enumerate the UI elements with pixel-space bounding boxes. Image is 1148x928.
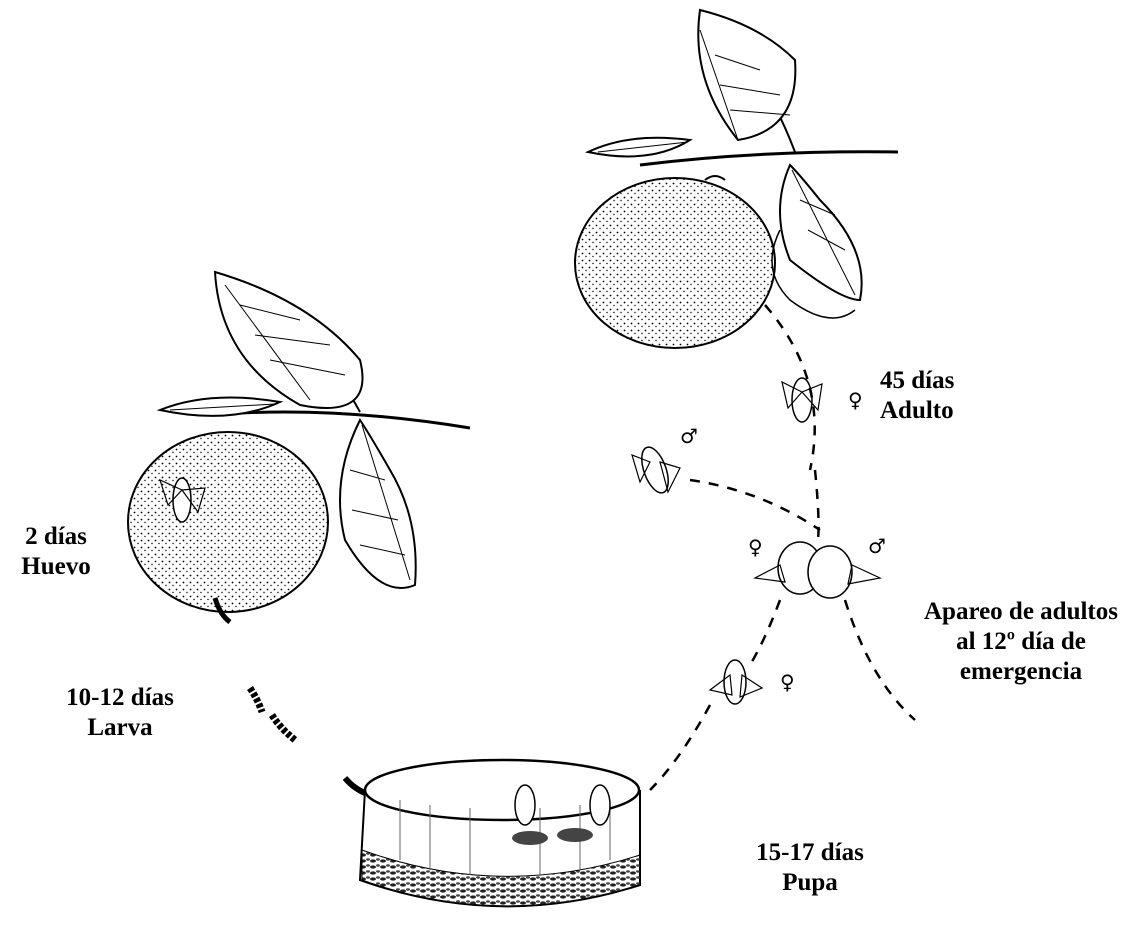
label-larva-stage: Larva <box>40 713 200 743</box>
label-adulto-stage: Adulto <box>880 396 1010 426</box>
label-adulto: 45 días Adulto <box>880 366 1010 426</box>
label-pupa-days: 15-17 días <box>710 838 910 868</box>
female-symbol-adult: ♀ <box>848 388 863 412</box>
label-larva-days: 10-12 días <box>40 683 200 713</box>
left-fruit <box>128 432 328 612</box>
male-symbol-mating: ♂ <box>868 534 886 558</box>
label-apareo-line1: Apareo de adultos <box>898 597 1144 627</box>
label-huevo: 2 días Huevo <box>6 522 106 582</box>
top-fruit <box>575 178 775 348</box>
top-fruit-branch <box>575 10 898 348</box>
flies-mating <box>755 542 880 598</box>
label-pupa-stage: Pupa <box>710 868 910 898</box>
label-larva: 10-12 días Larva <box>40 683 200 743</box>
label-apareo: Apareo de adultos al 12º día de emergenc… <box>898 597 1144 687</box>
fly-adult-top <box>782 378 822 422</box>
pupa-dish <box>360 760 640 906</box>
larvae <box>250 688 370 795</box>
label-huevo-days: 2 días <box>6 522 106 552</box>
label-apareo-line2: al 12º día de <box>898 627 1144 657</box>
fly-male-left <box>632 444 680 497</box>
male-symbol-left-fly: ♂ <box>680 424 698 448</box>
fly-female-low <box>710 660 762 704</box>
label-apareo-line3: emergencia <box>898 657 1144 687</box>
label-adulto-days: 45 días <box>880 366 1010 396</box>
female-symbol-mating: ♀ <box>748 535 763 559</box>
label-huevo-stage: Huevo <box>6 552 106 582</box>
label-pupa: 15-17 días Pupa <box>710 838 910 898</box>
left-fruit-branch <box>128 272 470 622</box>
female-symbol-low: ♀ <box>780 670 795 694</box>
top-leaf-3 <box>780 165 862 300</box>
